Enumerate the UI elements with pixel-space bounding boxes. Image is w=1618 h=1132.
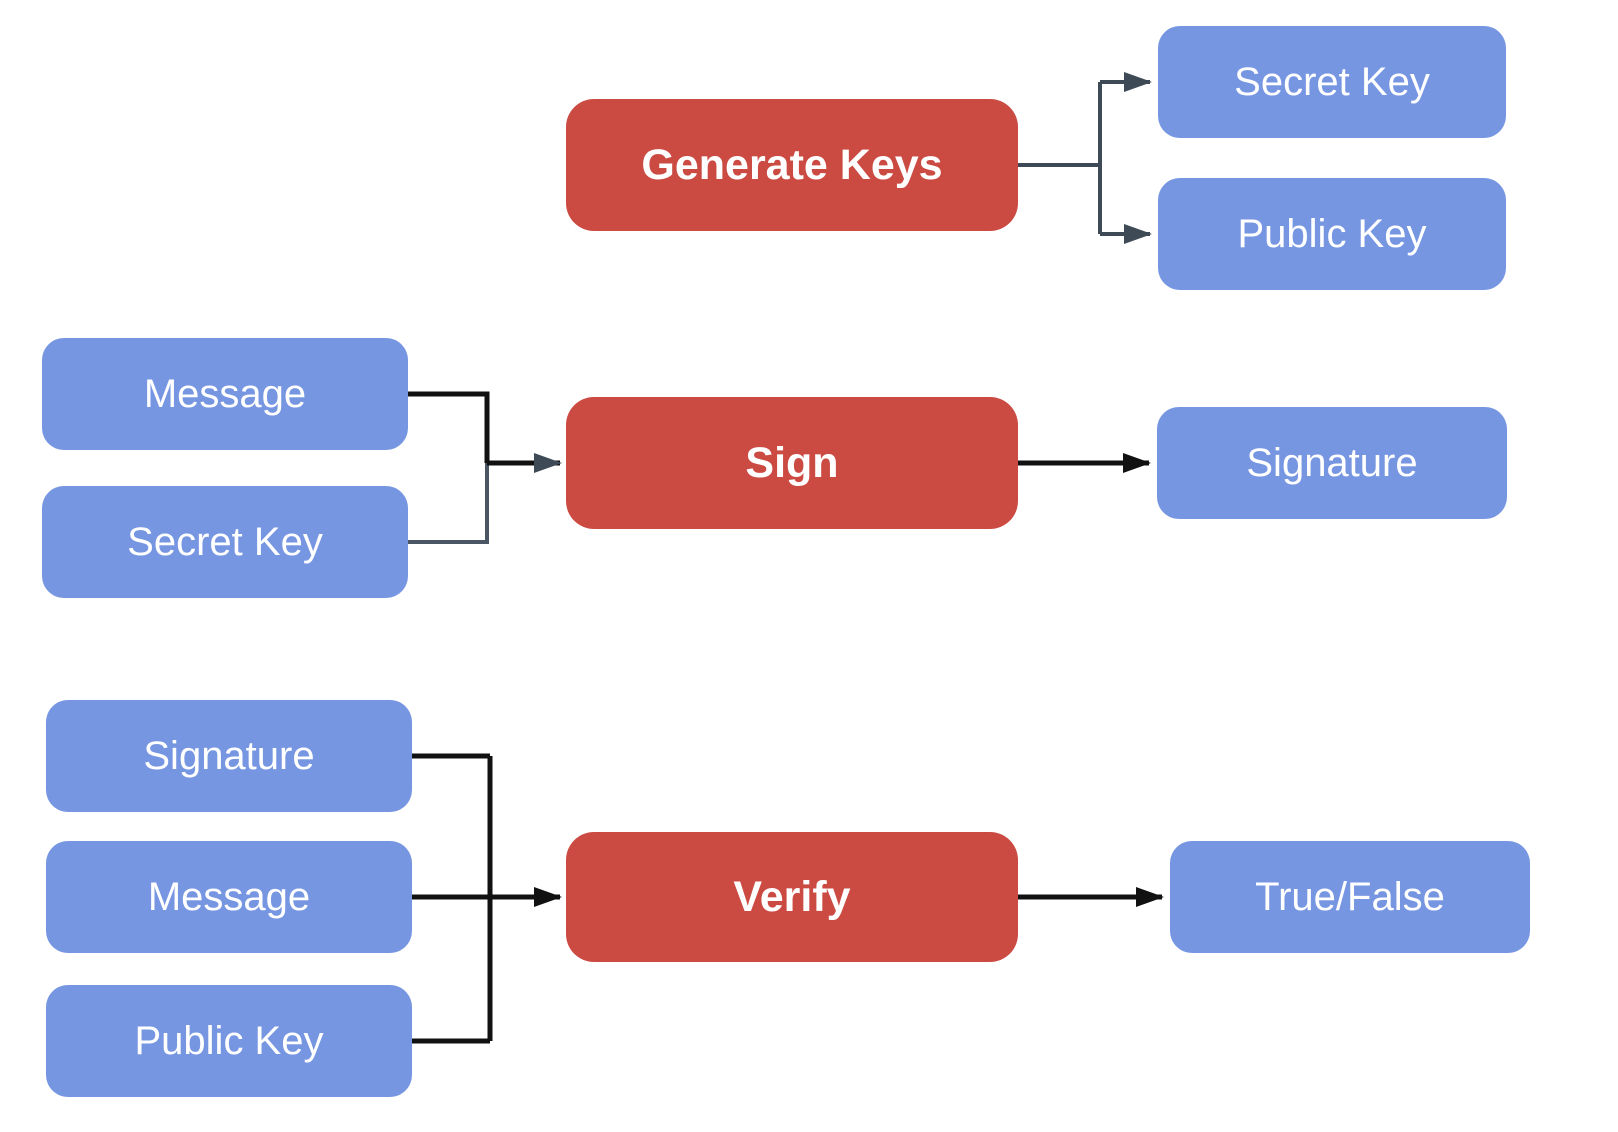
node-label: Verify [733,872,851,921]
node-label: Signature [143,733,315,778]
node-verify: Verify [566,832,1018,962]
node-label: Message [143,371,307,416]
node-label: Generate Keys [641,140,943,189]
node-label: True/False [1255,874,1445,919]
node-secret-key-sign-input: Secret Key [42,486,408,598]
node-label: Message [147,874,311,919]
node-secret-key-output: Secret Key [1158,26,1506,138]
node-sign: Sign [566,397,1018,529]
edge-generate-keys-branch [1018,82,1102,234]
node-message-verify-input: Message [46,841,412,953]
edge-secret-key-to-sign [408,463,489,544]
node-signature-output: Signature [1157,407,1507,519]
edge-message-to-sign [408,391,490,463]
node-public-key-verify-input: Public Key [46,985,412,1097]
node-label: Signature [1246,440,1418,485]
node-public-key-output: Public Key [1158,178,1506,290]
node-signature-verify-input: Signature [46,700,412,812]
node-label: Sign [745,438,839,487]
node-message-sign-input: Message [42,338,408,450]
node-label: Secret Key [127,519,323,564]
node-label: Public Key [1237,211,1427,256]
node-true-false-output: True/False [1170,841,1530,953]
node-label: Public Key [134,1018,324,1063]
node-generate-keys: Generate Keys [566,99,1018,231]
node-label: Secret Key [1234,59,1430,104]
